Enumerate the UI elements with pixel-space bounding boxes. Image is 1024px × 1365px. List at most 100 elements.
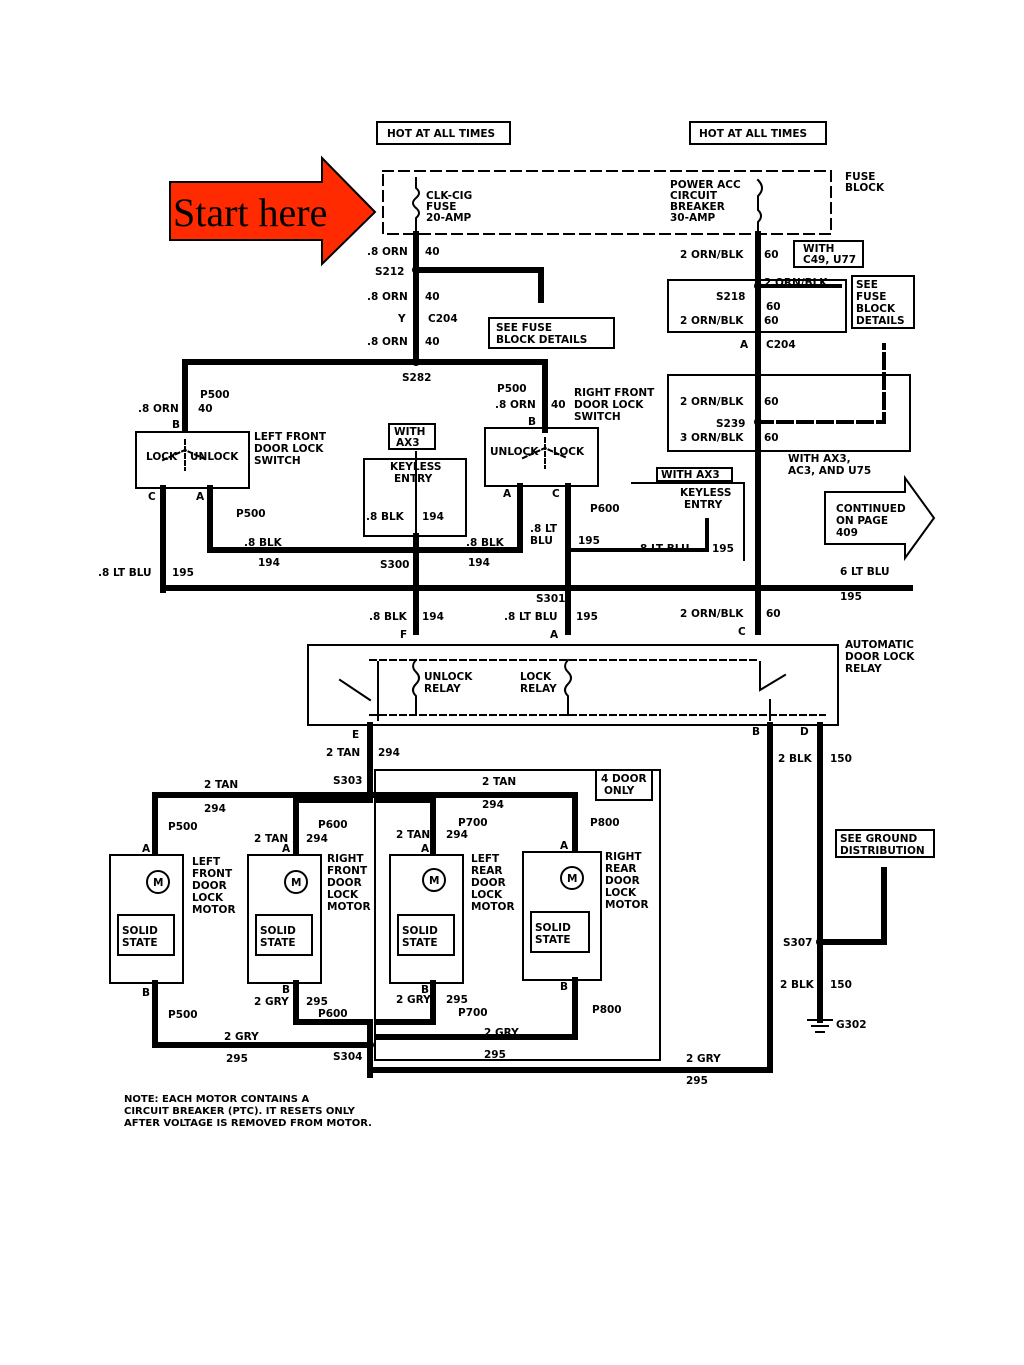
wire-label: 2 ORN/BLK	[680, 315, 744, 327]
pin-label: B	[528, 416, 536, 428]
connector-label: P600	[590, 503, 620, 515]
rr-motor-title-2: REAR	[605, 863, 636, 875]
keyless-entry-box-right: KEYLESS	[680, 487, 731, 499]
wire-label: 2 TAN	[326, 747, 360, 759]
motor-icon-label: M	[567, 873, 577, 885]
wire-label: 2 ORN/BLK	[680, 396, 744, 408]
lf-motor-title-5: MOTOR	[192, 904, 236, 916]
wire-label: .8 BLK	[466, 537, 505, 549]
wire-label: 2 GRY	[254, 996, 289, 1008]
rr-motor-title: RIGHT	[605, 851, 642, 863]
wire-label: .8 ORN	[367, 336, 408, 348]
pin-label: B	[172, 419, 180, 431]
fuse-label-2: FUSE	[426, 201, 456, 213]
connector-label: P500	[168, 821, 198, 833]
hot-label-right: HOT AT ALL TIMES	[699, 128, 807, 140]
lock-relay-label-2: RELAY	[520, 683, 557, 695]
wire-label: 2 ORN/BLK	[680, 608, 744, 620]
see-fuse-box-right-4: DETAILS	[856, 315, 905, 327]
connector-label: P700	[458, 1007, 488, 1019]
four-door-only-box: 4 DOOR	[601, 773, 647, 785]
auto-lock-relay-box	[307, 644, 839, 726]
wire-label: .8 BLK	[244, 537, 283, 549]
with-c49-box-2: C49, U77	[803, 254, 856, 266]
pin-label: D	[800, 726, 809, 738]
circuit-number: 294	[446, 829, 468, 841]
lr-motor-title-3: DOOR	[471, 877, 506, 889]
pin-label: F	[400, 629, 407, 641]
solid-state-label-2: STATE	[402, 937, 438, 949]
wire-label: .8 ORN	[495, 399, 536, 411]
right-switch-title: RIGHT FRONT	[574, 387, 655, 399]
wire-label: 2 TAN	[204, 779, 238, 791]
note-line-2: CIRCUIT BREAKER (PTC). IT RESETS ONLY	[124, 1106, 356, 1117]
motor-icon-label: M	[429, 875, 439, 887]
continued-arrow-label: CONTINUED	[836, 503, 906, 515]
right-switch-title-2: DOOR LOCK	[574, 399, 644, 411]
circuit-number: 195	[840, 591, 862, 603]
circuit-number: 294	[378, 747, 400, 759]
circuit-number: 60	[764, 432, 779, 444]
circuit-number: 150	[830, 979, 852, 991]
circuit-number: 40	[551, 399, 566, 411]
four-door-only-box-2: ONLY	[604, 785, 635, 797]
circuit-number: 194	[422, 511, 444, 523]
wire-label: 6 LT BLU	[840, 566, 890, 578]
circuit-number: 40	[425, 291, 440, 303]
lr-motor-title: LEFT	[471, 853, 500, 865]
see-fuse-box: SEE FUSE	[496, 322, 552, 334]
lr-motor-title-2: REAR	[471, 865, 502, 877]
right-switch-title-3: SWITCH	[574, 411, 621, 423]
hot-box-left	[376, 121, 511, 145]
wire-label: 2 TAN	[396, 829, 430, 841]
wire-label: .8 LT BLU	[98, 567, 152, 579]
wire-label: .8 BLK	[366, 511, 405, 523]
note-line-1: NOTE: EACH MOTOR CONTAINS A	[124, 1094, 309, 1105]
rf-motor-title: RIGHT	[327, 853, 364, 865]
circuit-number: 294	[482, 799, 504, 811]
motor-icon-label: M	[291, 877, 301, 889]
wire-blk-194-right	[413, 483, 523, 553]
pin-label: A	[196, 491, 205, 503]
pin-label: C	[738, 626, 746, 638]
circuit-number: 295	[226, 1053, 248, 1065]
wire-s212-branch	[413, 267, 544, 303]
wire-label: 2 GRY	[686, 1053, 721, 1065]
wire-label: .8 LT BLU	[636, 543, 690, 555]
circuit-number: 60	[764, 315, 779, 327]
circuit-number: 295	[484, 1049, 506, 1061]
wire-label: 2 GRY	[396, 994, 431, 1006]
circuit-number: 195	[578, 535, 600, 547]
connector-label: P800	[592, 1004, 622, 1016]
circuit-number: 295	[306, 996, 328, 1008]
connector-label: P500	[236, 508, 266, 520]
wire-label: .8 LT BLU	[504, 611, 558, 623]
with-ax3-box: WITH	[394, 426, 425, 438]
pin-label: A	[503, 488, 512, 500]
splice-label: S239	[716, 418, 745, 430]
splice-label: S282	[402, 372, 431, 384]
unlock-relay-label: UNLOCK	[424, 671, 473, 683]
circuit-number: 195	[576, 611, 598, 623]
relay-title-2: DOOR LOCK	[845, 651, 915, 663]
pin-label: C	[148, 491, 156, 503]
pin-label: E	[352, 729, 359, 741]
start-here-arrow	[169, 155, 377, 267]
see-fuse-box-right: SEE	[856, 279, 878, 291]
wire-label: 2 BLK	[780, 979, 815, 991]
left-switch-title: LEFT FRONT	[254, 431, 327, 443]
ground-label: G302	[836, 1019, 867, 1031]
lf-motor-title-2: FRONT	[192, 868, 233, 880]
wire-blk-150-ground-return	[367, 722, 773, 1073]
rr-motor-title-3: DOOR	[605, 875, 640, 887]
with-ax3-ac3-box-2: AC3, AND U75	[788, 465, 871, 477]
connector-label: P500	[200, 389, 230, 401]
breaker-label-4: 30-AMP	[670, 212, 716, 224]
breaker-label-2: CIRCUIT	[670, 190, 718, 202]
lock-relay-label: LOCK	[520, 671, 552, 683]
left-switch-lock: LOCK	[146, 451, 178, 463]
circuit-number: 150	[830, 753, 852, 765]
lf-motor-title: LEFT	[192, 856, 221, 868]
left-switch-title-2: DOOR LOCK	[254, 443, 324, 455]
fuse-block-outline	[382, 170, 832, 235]
